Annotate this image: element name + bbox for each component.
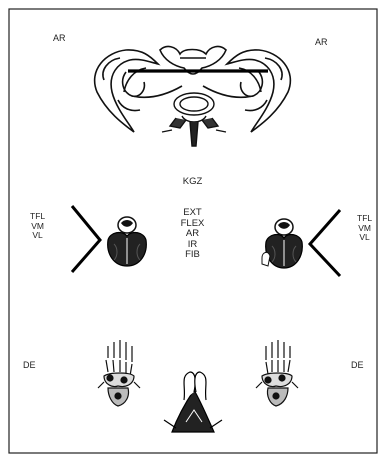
foot-right-label: DE	[351, 360, 364, 370]
movement-list: EXT FLEX AR IR FIB	[0, 208, 385, 261]
knee-left-muscle-list: TFL VM VL	[30, 212, 45, 241]
foot-left-illustration	[98, 340, 140, 406]
vertebra-illustration	[162, 93, 226, 146]
center-top-label: KGZ	[0, 177, 385, 188]
pelvis-left-label: AR	[53, 33, 66, 43]
movement-item: FIB	[0, 250, 385, 261]
feet-front-illustration	[164, 372, 222, 432]
foot-right-illustration	[256, 340, 298, 406]
muscle-item: VL	[357, 233, 372, 243]
foot-left-label: DE	[23, 360, 36, 370]
movement-item: AR	[0, 229, 385, 240]
pelvis-illustration	[95, 47, 291, 132]
knee-right-muscle-list: TFL VM VL	[357, 214, 372, 243]
movement-item: EXT	[0, 208, 385, 219]
pelvis-right-label: AR	[315, 37, 328, 47]
muscle-item: VL	[30, 231, 45, 241]
